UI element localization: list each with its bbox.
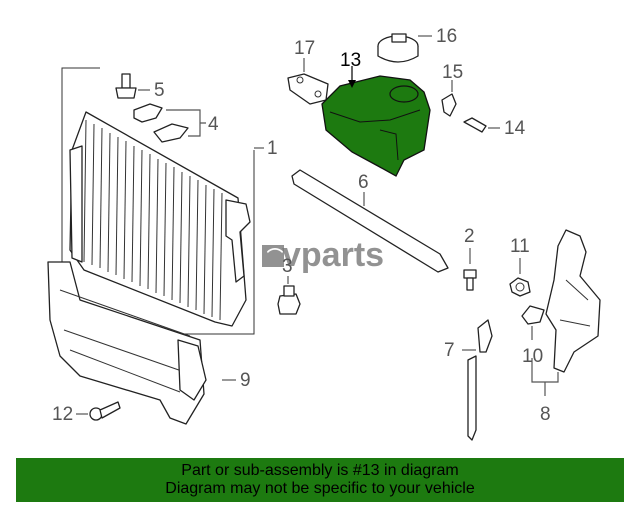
bracket-17 — [287, 73, 329, 105]
callout-12: 12 — [52, 404, 73, 425]
callout-7: 7 — [444, 340, 455, 361]
callout-1: 1 — [267, 138, 278, 159]
callout-15: 15 — [442, 62, 463, 83]
watermark-logo: ⌒ vparts — [262, 236, 384, 274]
clips-4 — [133, 103, 189, 143]
hose-14 — [463, 117, 487, 133]
callout-9: 9 — [240, 370, 251, 391]
callout-5: 5 — [154, 80, 165, 101]
air-duct-8 — [545, 229, 601, 373]
callout-16: 16 — [436, 26, 457, 47]
info-banner: Part or sub-assembly is #13 in diagram D… — [16, 458, 624, 502]
bolt-2 — [463, 269, 477, 291]
callout-3: 3 — [282, 256, 293, 277]
callout-11: 11 — [510, 236, 530, 257]
cap-16 — [377, 33, 419, 63]
banner-line-2: Diagram may not be specific to your vehi… — [165, 480, 475, 497]
seal-6 — [291, 169, 449, 273]
radiator — [69, 111, 251, 327]
bolt-5 — [115, 73, 137, 99]
nut-11 — [509, 277, 531, 297]
callout-2: 2 — [464, 226, 475, 247]
banner-line-1: Part or sub-assembly is #13 in diagram — [181, 462, 459, 479]
screw-12 — [89, 401, 121, 421]
callout-6: 6 — [358, 172, 369, 193]
callout-10: 10 — [522, 346, 543, 367]
expansion-tank-13 — [321, 75, 431, 177]
watermark-text: vparts — [282, 236, 384, 274]
parts-diagram: ⌒ vparts 1 2 3 4 5 6 7 8 9 10 11 12 13 1… — [47, 26, 601, 441]
connector-15 — [441, 93, 457, 117]
callout-4: 4 — [208, 114, 219, 135]
callout-13: 13 — [340, 50, 361, 71]
callout-17: 17 — [294, 38, 315, 59]
strip-7 — [467, 319, 493, 441]
callout-14: 14 — [504, 118, 526, 139]
svg-text:⌒: ⌒ — [267, 247, 283, 266]
callout-8: 8 — [540, 404, 551, 425]
support-frame-9 — [47, 261, 207, 425]
mount-3 — [277, 285, 301, 315]
clip-10 — [521, 305, 545, 325]
